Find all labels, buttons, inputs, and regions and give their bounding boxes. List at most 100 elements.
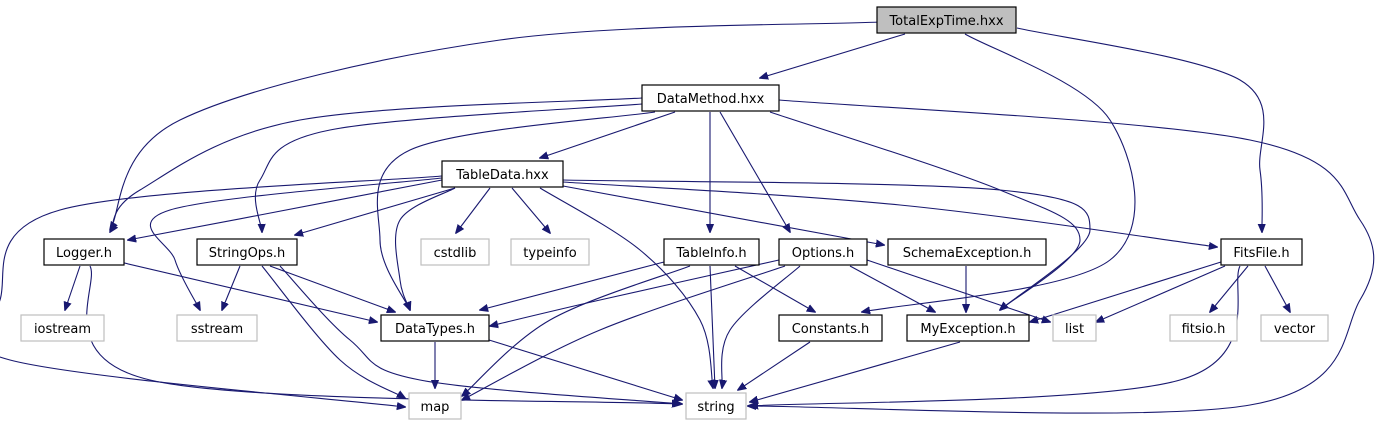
node-datamethod[interactable]: DataMethod.hxx (641, 84, 780, 112)
edge-constants-to-string (738, 341, 811, 390)
edge-stringops-to-map (261, 265, 405, 398)
edge-options-to-map (462, 265, 786, 400)
edge-tabledata-to-map (0, 175, 443, 407)
node-label: Logger.h (56, 246, 112, 261)
edge-datamethod-to-tabledata (540, 111, 676, 158)
edge-fitsfile-to-vector (1264, 265, 1290, 312)
edge-tableinfo-to-datatypes (480, 261, 665, 310)
node-tableinfo[interactable]: TableInfo.h (663, 238, 760, 266)
edge-tableinfo-to-string (709, 265, 715, 388)
node-label: DataMethod.hxx (657, 92, 765, 107)
node-cstdlib: cstdlib (420, 238, 490, 266)
node-label: map (421, 400, 450, 415)
node-label: MyException.h (920, 322, 1015, 337)
edge-options-to-myexception (849, 265, 935, 312)
edge-stringops-to-string (279, 265, 682, 404)
node-logger[interactable]: Logger.h (43, 238, 125, 266)
edge-tabledata-to-logger (128, 179, 443, 240)
edge-stringops-to-datatypes (269, 265, 395, 312)
node-box (1052, 314, 1097, 342)
node-vector: vector (1260, 314, 1329, 342)
node-box (43, 238, 125, 266)
edge-totalexptime-to-fitsfile (1016, 27, 1264, 232)
edge-datamethod-to-string (748, 99, 1375, 414)
node-layer: TotalExpTime.hxxDataMethod.hxxTableData.… (20, 6, 1329, 420)
node-box (778, 238, 868, 266)
node-label: sstream (191, 322, 243, 337)
edge-logger-to-iostream (65, 265, 81, 310)
node-box (196, 238, 298, 266)
node-label: TableInfo.h (675, 246, 746, 261)
edge-tabledata-to-datatypes (394, 187, 456, 310)
edge-fitsfile-to-myexception (1030, 261, 1222, 322)
node-typeinfo: typeinfo (510, 238, 590, 266)
node-datatypes[interactable]: DataTypes.h (380, 314, 490, 342)
edge-datatypes-to-string (488, 339, 682, 400)
node-box (176, 314, 258, 342)
edge-tabledata-to-typeinfo (511, 187, 550, 233)
node-box (510, 238, 590, 266)
node-label: SchemaException.h (903, 246, 1032, 261)
node-label: StringOps.h (209, 246, 285, 261)
edge-datamethod-to-myexception (769, 111, 1081, 310)
node-box (1169, 314, 1238, 342)
node-box (685, 392, 747, 420)
edge-myexception-to-string (750, 341, 961, 402)
node-label: DataTypes.h (395, 322, 475, 337)
node-box (420, 238, 490, 266)
edge-layer (0, 21, 1375, 414)
edge-tableinfo-to-map (462, 265, 691, 396)
node-box (1260, 314, 1329, 342)
node-tabledata[interactable]: TableData.hxx (441, 160, 564, 188)
edge-options-to-datatypes (490, 259, 780, 326)
node-label: fitsio.h (1182, 322, 1226, 337)
edge-totalexptime-to-constants (862, 33, 1136, 312)
edge-fitsfile-to-list (1096, 265, 1226, 322)
edge-totalexptime-to-datamethod (760, 33, 906, 78)
node-label: FitsFile.h (1233, 246, 1289, 261)
edge-options-to-list (866, 259, 1050, 322)
edge-datamethod-to-stringops (254, 103, 643, 232)
node-string: string (685, 392, 747, 420)
node-label: vector (1274, 322, 1316, 337)
edge-datamethod-to-options (719, 111, 790, 232)
edge-totalexptime-to-logger (110, 21, 881, 230)
node-box (20, 314, 105, 342)
edge-logger-to-string (86, 265, 680, 404)
node-box (408, 392, 462, 420)
edge-fitsfile-to-string (750, 265, 1241, 406)
edge-options-to-string (722, 265, 801, 388)
node-label: list (1065, 322, 1084, 337)
edge-logger-to-datatypes (119, 261, 377, 322)
edge-tableinfo-to-constants (734, 265, 815, 312)
edge-tabledata-to-sstream (150, 177, 443, 310)
node-label: Options.h (792, 246, 855, 261)
node-label: Constants.h (792, 322, 870, 337)
node-box (778, 314, 883, 342)
node-label: TotalExpTime.hxx (888, 14, 1003, 29)
edge-tabledata-to-stringops (295, 187, 456, 235)
node-totalexptime[interactable]: TotalExpTime.hxx (876, 6, 1017, 34)
node-fitsfile[interactable]: FitsFile.h (1220, 238, 1303, 266)
node-myexception[interactable]: MyException.h (906, 314, 1030, 342)
node-label: TableData.hxx (455, 168, 549, 183)
edge-stringops-to-sstream (222, 265, 241, 310)
edge-fitsfile-to-fitsio (1210, 265, 1249, 312)
node-box (1220, 238, 1303, 266)
node-box (380, 314, 490, 342)
node-box (887, 238, 1047, 266)
edge-datamethod-to-datatypes (376, 111, 656, 310)
node-box (876, 6, 1017, 34)
edge-tabledata-to-cstdlib (456, 187, 491, 233)
node-stringops[interactable]: StringOps.h (196, 238, 298, 266)
node-schemaexception[interactable]: SchemaException.h (887, 238, 1047, 266)
edge-tabledata-to-fitsfile (562, 181, 1217, 247)
node-sstream: sstream (176, 314, 258, 342)
node-constants[interactable]: Constants.h (778, 314, 883, 342)
node-list: list (1052, 314, 1097, 342)
node-box (641, 84, 780, 112)
node-options[interactable]: Options.h (778, 238, 868, 266)
node-box (663, 238, 760, 266)
edge-tabledata-to-string (539, 187, 713, 388)
